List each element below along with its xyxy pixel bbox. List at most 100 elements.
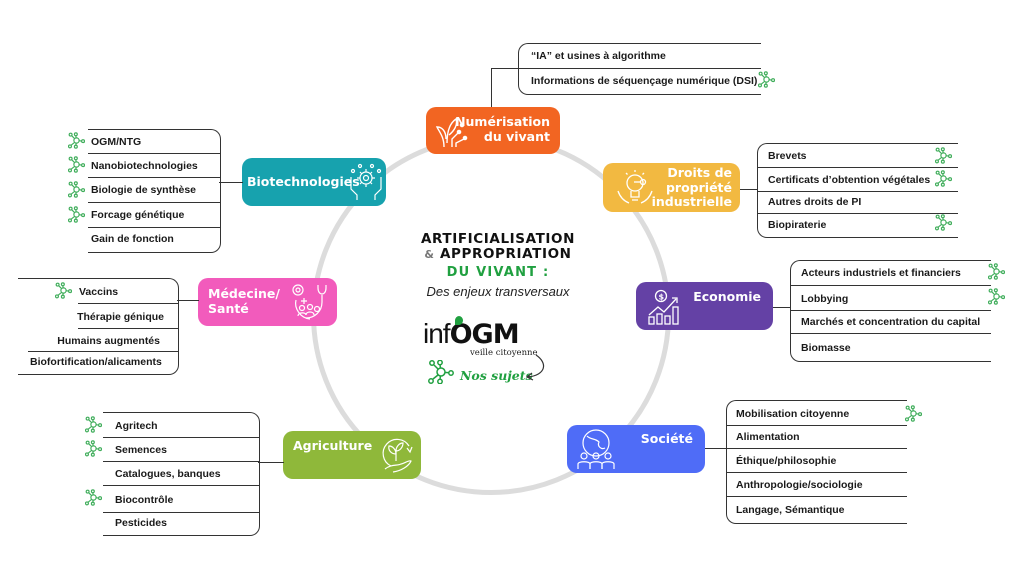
list-item[interactable]: Forcage génétique [88, 203, 220, 228]
subject-network-icon[interactable] [934, 214, 953, 236]
list-item[interactable]: Mobilisation citoyenne [727, 401, 907, 426]
list-item[interactable]: OGM/NTG [88, 130, 220, 154]
item-label: Éthique/philosophie [736, 455, 837, 467]
panel-droits: Brevets Certificats d’obtention végétale… [757, 143, 958, 238]
subject-network-icon[interactable] [84, 440, 103, 462]
title-line-2: & APPROPRIATION [398, 247, 598, 262]
curved-arrow-icon [525, 354, 545, 381]
item-label: Semences [115, 444, 167, 456]
globe-people-icon [577, 429, 615, 469]
theme-medecine[interactable]: Médecine/ Santé [198, 278, 337, 326]
list-item[interactable]: Biopiraterie [758, 214, 958, 236]
theme-droits[interactable]: Droits de propriété industrielle [603, 163, 740, 212]
panel-economie: Acteurs industriels et financiers Lobbyi… [790, 260, 991, 362]
list-item[interactable]: Brevets [758, 144, 958, 168]
list-item[interactable]: Gain de fonction [88, 228, 220, 251]
list-item[interactable]: Semences [103, 438, 259, 462]
subject-network-icon[interactable] [987, 263, 1006, 285]
item-label: Vaccins [79, 286, 119, 298]
list-item[interactable]: Biofortification/alicaments [18, 352, 178, 373]
panel-biotech: OGM/NTG Nanobiotechnologies Biologie de … [88, 129, 221, 253]
subject-network-icon[interactable] [67, 156, 86, 178]
connector-economie [773, 307, 791, 309]
item-label: Humains augmentés [57, 335, 160, 347]
title-appropriation: APPROPRIATION [439, 246, 572, 262]
theme-label: Biotechnologies [247, 174, 360, 189]
network-node-icon [428, 360, 454, 384]
subject-network-icon[interactable] [934, 170, 953, 192]
connector-numerisation [491, 68, 493, 110]
item-label: OGM/NTG [91, 136, 142, 148]
theme-label: Droits de propriété industrielle [651, 165, 732, 210]
item-label: Marchés et concentration du capital [801, 316, 981, 328]
item-label: Biocontrôle [115, 494, 174, 506]
list-item[interactable]: Biocontrôle [103, 486, 259, 513]
panel-agriculture: Agritech Semences Catalogues, banques Bi… [103, 412, 260, 536]
list-item[interactable]: Langage, Sémantique [727, 497, 907, 522]
connector-numerisation-h [491, 68, 519, 70]
connector-droits [740, 189, 758, 191]
list-item[interactable]: Thérapie génique [77, 304, 178, 329]
theme-agriculture[interactable]: Agriculture [283, 431, 421, 479]
subject-network-icon[interactable] [67, 132, 86, 154]
subject-network-icon[interactable] [987, 288, 1006, 310]
list-item[interactable]: Marchés et concentration du capital [791, 311, 991, 334]
nos-sujets-label[interactable]: Nos sujets [460, 368, 533, 383]
list-item[interactable]: Nanobiotechnologies [88, 154, 220, 178]
list-item[interactable]: Éthique/philosophie [727, 449, 907, 473]
list-item[interactable]: Humains augmentés [28, 329, 178, 352]
theme-label: Economie [693, 289, 761, 304]
subject-network-icon[interactable] [757, 71, 776, 93]
list-item[interactable]: Biomasse [791, 334, 991, 360]
list-item[interactable]: “IA” et usines à algorithme [519, 44, 761, 69]
list-item[interactable]: Autres droits de PI [758, 192, 958, 214]
item-label: Langage, Sémantique [736, 504, 845, 516]
subject-network-icon[interactable] [84, 416, 103, 438]
list-item[interactable]: Anthropologie/sociologie [727, 473, 907, 497]
title-ampersand: & [424, 248, 435, 261]
item-label: Informations de séquençage numérique (DS… [531, 75, 758, 87]
item-label: Alimentation [736, 431, 800, 443]
subject-network-icon[interactable] [67, 181, 86, 203]
list-item[interactable]: Catalogues, banques [103, 462, 259, 486]
item-label: Pesticides [115, 517, 167, 529]
subject-network-icon[interactable] [934, 147, 953, 169]
list-item[interactable]: Informations de séquençage numérique (DS… [519, 69, 761, 93]
title-line-1: ARTIFICIALISATION [420, 231, 576, 247]
theme-economie[interactable]: $ Economie [636, 282, 773, 330]
item-label: Autres droits de PI [768, 196, 862, 208]
theme-numerisation[interactable]: Numérisation du vivant [426, 107, 560, 154]
list-item[interactable]: Vaccins [78, 279, 178, 304]
list-item[interactable]: Biologie de synthèse [88, 178, 220, 203]
item-label: Nanobiotechnologies [91, 160, 198, 172]
list-item[interactable]: Certificats d’obtention végétales [758, 168, 958, 192]
label-line-2: du vivant [483, 129, 550, 144]
item-label: Biomasse [801, 342, 851, 354]
item-label: Biopiraterie [768, 219, 827, 231]
subject-network-icon[interactable] [84, 489, 103, 511]
item-label: Gain de fonction [91, 233, 174, 245]
item-label: Biologie de synthèse [91, 184, 197, 196]
item-label: Lobbying [801, 293, 849, 305]
label-line-3: industrielle [651, 194, 732, 209]
item-label: Certificats d’obtention végétales [768, 174, 931, 186]
list-item[interactable]: Acteurs industriels et financiers [791, 261, 991, 286]
connector-medecine [177, 300, 199, 302]
list-item[interactable]: Lobbying [791, 286, 991, 311]
theme-societe[interactable]: Société [567, 425, 705, 473]
list-item[interactable]: Alimentation [727, 426, 907, 449]
list-item[interactable]: Pesticides [103, 513, 259, 534]
subject-network-icon[interactable] [54, 282, 73, 304]
subject-network-icon[interactable] [904, 405, 923, 427]
subject-network-icon[interactable] [67, 206, 86, 228]
theme-biotech[interactable]: Biotechnologies [242, 158, 386, 206]
panel-numerisation: “IA” et usines à algorithme Informations… [518, 43, 761, 95]
plant-circuit-icon [435, 117, 468, 148]
list-item[interactable]: Agritech [103, 413, 259, 438]
theme-label: Médecine/ Santé [208, 286, 280, 316]
growth-chart-dollar-icon: $ [648, 289, 679, 325]
svg-text:$: $ [659, 293, 665, 302]
infogm-logo[interactable]: infOGM [423, 316, 520, 350]
item-label: Thérapie génique [77, 311, 164, 323]
seedling-hand-icon [382, 438, 413, 473]
